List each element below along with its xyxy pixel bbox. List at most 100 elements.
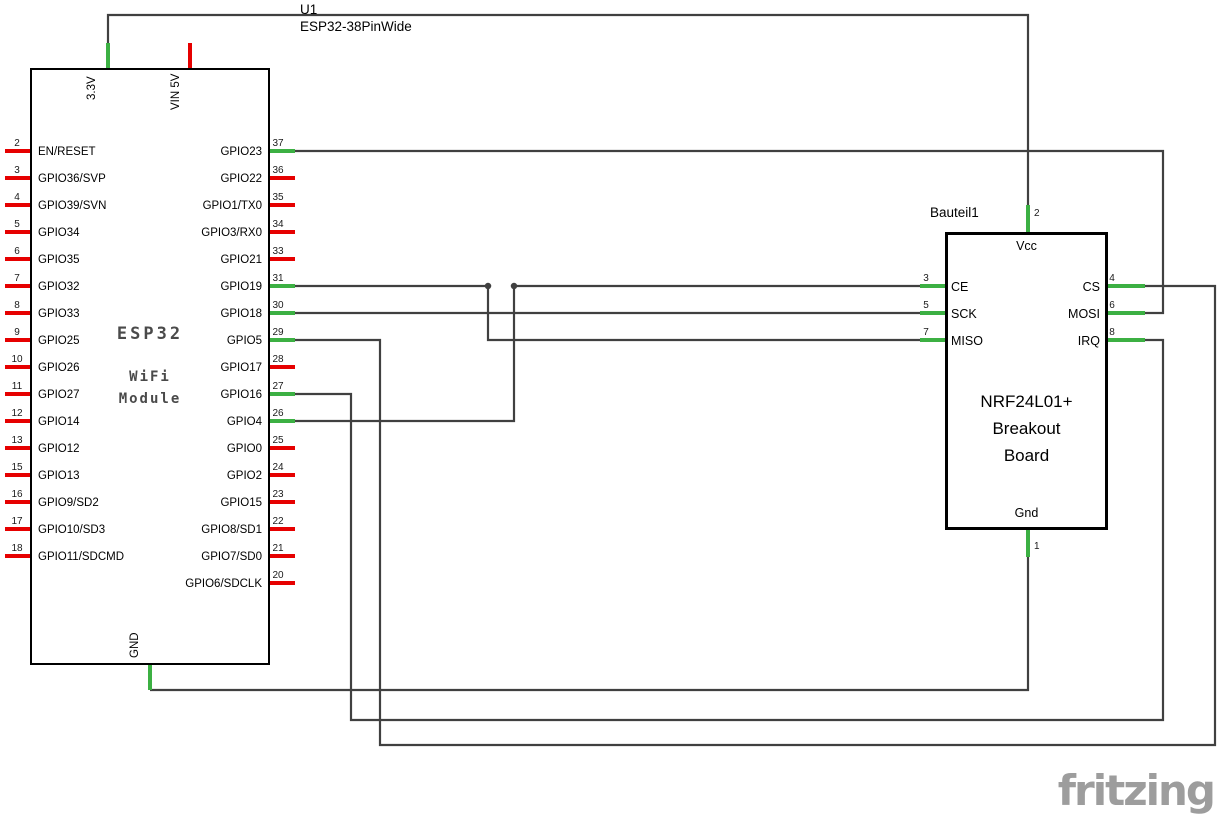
pin-stub[interactable] [5, 284, 30, 288]
pin-stub[interactable] [5, 365, 30, 369]
pin-number: 34 [272, 219, 284, 230]
wire-gnd-gnd[interactable] [150, 557, 1030, 692]
pin-stub[interactable] [5, 203, 30, 207]
pin-number: 15 [11, 462, 23, 473]
pin-stub[interactable] [270, 527, 295, 531]
pin-stub[interactable] [920, 338, 945, 342]
pin-number: 29 [272, 327, 284, 338]
esp32-body-subtitle-1: WiFi [129, 369, 171, 385]
pin-name: GPIO0 [226, 443, 262, 455]
pin-stub[interactable] [270, 581, 295, 585]
pin-stub[interactable] [270, 203, 295, 207]
esp32-part-label[interactable]: ESP32-38PinWide [300, 19, 412, 34]
nrf24l01-title-line-2: Breakout [992, 419, 1061, 438]
esp32-pin-row-gpio13: 15 GPIO13 [5, 462, 245, 489]
pin-name: GPIO19 [220, 281, 262, 293]
pin-name: CS [1082, 280, 1100, 294]
pin-stub[interactable] [270, 230, 295, 234]
esp32-pin-row-en-reset: 2 EN/RESET [5, 138, 245, 165]
esp32-pin-row-gpio10: 17 GPIO10/SD3 [5, 516, 245, 543]
pin-stub[interactable] [920, 311, 945, 315]
pin-stub[interactable] [5, 473, 30, 477]
pin-number: 16 [11, 489, 23, 500]
pin-name: GPIO26 [38, 362, 80, 374]
pin-number: 26 [272, 408, 284, 419]
esp32-pin-stub-3v3[interactable] [106, 43, 110, 68]
pin-stub[interactable] [270, 500, 295, 504]
pin-stub[interactable] [270, 257, 295, 261]
pin-stub[interactable] [1108, 338, 1145, 342]
pin-stub[interactable] [1108, 311, 1145, 315]
wire-gpio16-irq[interactable] [295, 338, 1165, 722]
pin-stub[interactable] [270, 419, 295, 423]
pin-name: GPIO35 [38, 254, 80, 266]
pin-stub[interactable] [270, 284, 295, 288]
pin-stub[interactable] [5, 500, 30, 504]
pin-stub[interactable] [5, 338, 30, 342]
fritzing-watermark: fritzing [1057, 766, 1216, 815]
pin-stub[interactable] [5, 230, 30, 234]
pin-stub[interactable] [5, 419, 30, 423]
pin-stub[interactable] [5, 311, 30, 315]
nrf24l01-ref-designator[interactable]: Bauteil1 [930, 205, 979, 220]
esp32-pin-row-gpio34: 5 GPIO34 [5, 219, 245, 246]
esp32-pin-row-gpio14: 12 GPIO14 [5, 408, 245, 435]
wire-gpio5-cs[interactable] [295, 284, 1217, 747]
nrf24l01-pin-stub-gnd[interactable] [1026, 530, 1030, 557]
pin-stub[interactable] [920, 284, 945, 288]
pin-stub[interactable] [5, 554, 30, 558]
pin-stub[interactable] [270, 392, 295, 396]
pin-number: 20 [272, 570, 284, 581]
esp32-pin-row-gpio27: 11 GPIO27 [5, 381, 245, 408]
pin-stub[interactable] [5, 176, 30, 180]
nrf24l01-pin-row-sck: 5 SCK [920, 300, 1040, 327]
pin-number: 28 [272, 354, 284, 365]
wire-gpio4-ce[interactable] [295, 284, 920, 423]
pin-number: 6 [14, 246, 20, 257]
esp32-pin-label-3v3: 3.3V [86, 76, 98, 100]
pin-stub[interactable] [270, 554, 295, 558]
pin-stub[interactable] [270, 149, 295, 153]
pin-stub[interactable] [270, 311, 295, 315]
esp32-ref-designator[interactable]: U1 [300, 2, 318, 17]
pin-stub[interactable] [5, 257, 30, 261]
wire-3v3-vcc[interactable] [106, 13, 1030, 205]
esp32-pin-row-gpio18: 30 GPIO18 [150, 300, 295, 327]
nrf24l01-pin-label-vcc: Vcc [1016, 239, 1037, 253]
esp32-pin-row-gpio33: 8 GPIO33 [5, 300, 245, 327]
pin-stub[interactable] [270, 446, 295, 450]
pin-name: GPIO11/SDCMD [38, 551, 125, 563]
pin-name: GPIO21 [220, 254, 262, 266]
pin-stub[interactable] [5, 446, 30, 450]
pin-name: GPIO36/SVP [38, 173, 106, 185]
esp32-component-body[interactable] [30, 68, 270, 665]
esp32-pin-stub-vin5v[interactable] [188, 43, 192, 68]
pin-number: 30 [272, 300, 284, 311]
esp32-pin-stub-gnd[interactable] [148, 665, 152, 690]
pin-stub[interactable] [5, 149, 30, 153]
pin-stub[interactable] [5, 527, 30, 531]
pin-stub[interactable] [270, 176, 295, 180]
pin-number: 8 [14, 300, 20, 311]
nrf24l01-pin-row-irq: 8 IRQ [1000, 327, 1145, 354]
pin-stub[interactable] [5, 392, 30, 396]
pin-number: 27 [272, 381, 284, 392]
pin-number: 11 [11, 381, 23, 392]
pin-stub[interactable] [270, 473, 295, 477]
nrf24l01-component-body[interactable] [945, 232, 1108, 530]
pin-stub[interactable] [270, 365, 295, 369]
wire-gpio23-mosi[interactable] [295, 149, 1165, 315]
pin-name: GPIO17 [220, 362, 262, 374]
pin-stub[interactable] [1108, 284, 1145, 288]
pin-name: GPIO6/SDCLK [185, 578, 262, 590]
nrf24l01-pin-stub-vcc[interactable] [1026, 205, 1030, 232]
esp32-body-subtitle-2: Module [118, 391, 182, 407]
nrf24l01-pin-row-ce: 3 CE [920, 273, 1040, 300]
esp32-pin-label-gnd: GND [129, 632, 141, 658]
pin-stub[interactable] [270, 338, 295, 342]
pin-name: GPIO13 [38, 470, 80, 482]
esp32-pin-row-gpio35: 6 GPIO35 [5, 246, 245, 273]
pin-name: GPIO1/TX0 [202, 200, 262, 212]
